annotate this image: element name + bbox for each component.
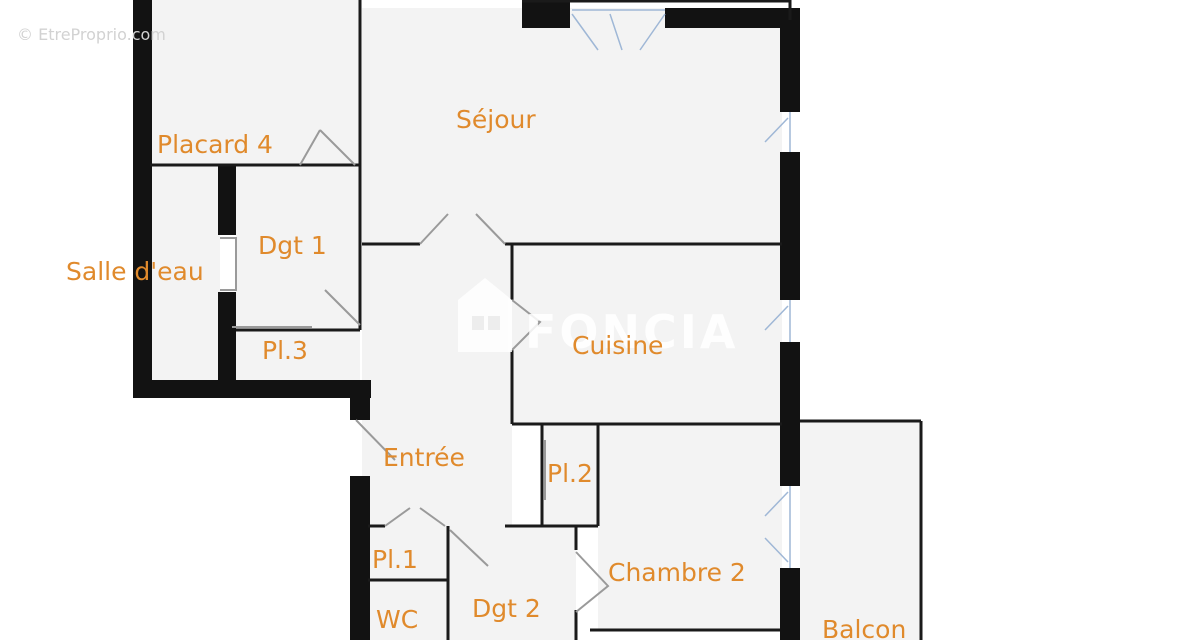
brand-logo-text: FONCIA <box>525 305 739 359</box>
room-label-cuisine: Cuisine <box>572 331 663 360</box>
room-label-pl-2: Pl.2 <box>547 459 593 488</box>
room-label-sejour: Séjour <box>456 105 536 134</box>
floor-cuisine <box>512 244 782 424</box>
room-label-placard-4: Placard 4 <box>157 130 273 159</box>
wall-entry-lower <box>350 476 370 640</box>
wall-south-west <box>133 380 371 398</box>
window-east-3-pane-a <box>764 491 789 517</box>
floor-dgt-2 <box>448 526 576 640</box>
room-labels: Séjour Placard 4 Dgt 1 Salle d'eau Pl.3 … <box>66 105 906 640</box>
room-label-pl-1: Pl.1 <box>372 545 418 574</box>
brand-house-icon <box>458 278 512 352</box>
interior-walls <box>150 0 923 640</box>
door-wc <box>449 529 489 567</box>
windows <box>571 9 791 568</box>
floor-wc <box>368 580 448 640</box>
window-east-3-pane-b <box>764 537 789 563</box>
wall-east-2 <box>780 152 800 300</box>
copyright-watermark: © EtreProprio.com <box>17 25 166 44</box>
room-label-balcon: Balcon <box>822 615 906 640</box>
window-east-1-pane <box>764 117 789 143</box>
wall-north-left <box>522 0 570 28</box>
floor-salle-eau <box>150 165 220 380</box>
wall-west <box>133 0 152 398</box>
floor-sejour <box>362 8 782 244</box>
room-label-salle-eau: Salle d'eau <box>66 257 204 286</box>
room-label-wc: WC <box>376 605 418 634</box>
door-sejour-entree <box>419 213 506 245</box>
door-chambre-2 <box>575 551 610 613</box>
floor-placard-4 <box>150 0 360 165</box>
window-north-pane-a <box>571 13 599 51</box>
window-north-pane-b <box>639 13 666 51</box>
floor-pl-2 <box>542 424 598 526</box>
floor-pl-1 <box>368 526 448 580</box>
door-salle-eau <box>220 237 237 291</box>
wall-salle-eau-divider-bottom <box>218 292 236 382</box>
door-pl1 <box>384 507 446 527</box>
room-label-chambre-2: Chambre 2 <box>608 558 746 587</box>
wall-north-right <box>665 8 800 28</box>
wall-east-3 <box>780 342 800 486</box>
room-label-entree: Entrée <box>383 443 465 472</box>
wall-east-1 <box>780 20 800 112</box>
floor-balcon <box>800 420 920 640</box>
door-dgt1-entree <box>324 289 361 326</box>
room-floors <box>150 0 920 640</box>
door-placard-4 <box>299 129 356 166</box>
floor-dgt-1 <box>236 165 360 330</box>
wall-east-4 <box>780 568 800 640</box>
door-cuisine <box>511 299 542 351</box>
room-label-pl-3: Pl.3 <box>262 336 308 365</box>
room-label-dgt-2: Dgt 2 <box>472 594 541 623</box>
window-east-2-pane <box>764 305 789 331</box>
doors <box>220 129 610 613</box>
wall-entry-corner <box>350 380 370 420</box>
room-label-dgt-1: Dgt 1 <box>258 231 327 260</box>
floor-pl-3 <box>236 330 360 380</box>
brand-logo: FONCIA <box>458 278 739 359</box>
door-entry-main <box>355 419 396 461</box>
exterior-walls <box>133 0 800 640</box>
window-north-pane-c <box>609 13 623 51</box>
floor-chambre-2 <box>598 424 782 630</box>
wall-salle-eau-divider-top <box>218 165 236 235</box>
